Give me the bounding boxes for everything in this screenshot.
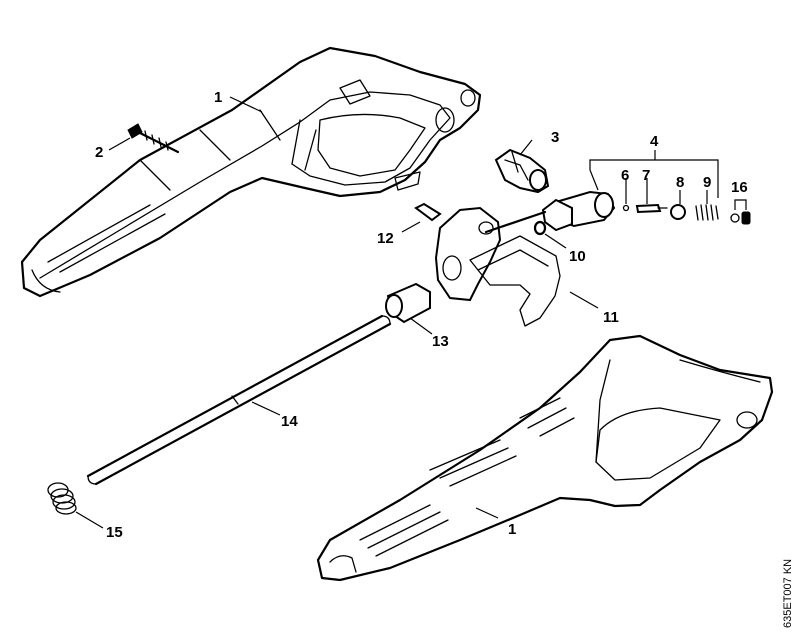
screw-part-2 bbox=[127, 123, 180, 154]
callout-14: 14 bbox=[281, 413, 298, 430]
rod-part-14 bbox=[86, 314, 392, 486]
drawing-reference-code: 635ET007 KN bbox=[782, 559, 794, 628]
handle-half-upper bbox=[20, 46, 482, 298]
callout-8: 8 bbox=[676, 174, 684, 191]
callout-11: 11 bbox=[603, 309, 619, 326]
callout-9: 9 bbox=[703, 174, 711, 191]
trigger-part-11 bbox=[434, 206, 561, 327]
o-ring-part-10 bbox=[533, 220, 547, 236]
valve-assembly bbox=[541, 190, 751, 232]
callout-1-upper: 1 bbox=[214, 89, 222, 106]
callout-12: 12 bbox=[377, 230, 394, 247]
callout-3: 3 bbox=[551, 129, 559, 146]
callout-labels: 1 2 3 4 6 7 8 9 16 12 10 11 13 14 15 1 bbox=[95, 89, 748, 541]
callout-7: 7 bbox=[642, 167, 650, 184]
callout-2: 2 bbox=[95, 144, 103, 161]
connector-part-3 bbox=[494, 148, 550, 194]
callout-15: 15 bbox=[106, 524, 123, 541]
callout-16: 16 bbox=[731, 179, 748, 196]
bushing-part-13 bbox=[385, 282, 431, 324]
handle-half-lower bbox=[316, 334, 774, 582]
callout-10: 10 bbox=[569, 248, 586, 265]
callout-4: 4 bbox=[650, 133, 659, 150]
leader-lines bbox=[75, 96, 747, 529]
callout-13: 13 bbox=[432, 333, 449, 350]
pin-part-12 bbox=[414, 202, 442, 222]
callout-1-lower: 1 bbox=[508, 521, 516, 538]
spring-part-15 bbox=[47, 482, 77, 515]
callout-6: 6 bbox=[621, 167, 629, 184]
